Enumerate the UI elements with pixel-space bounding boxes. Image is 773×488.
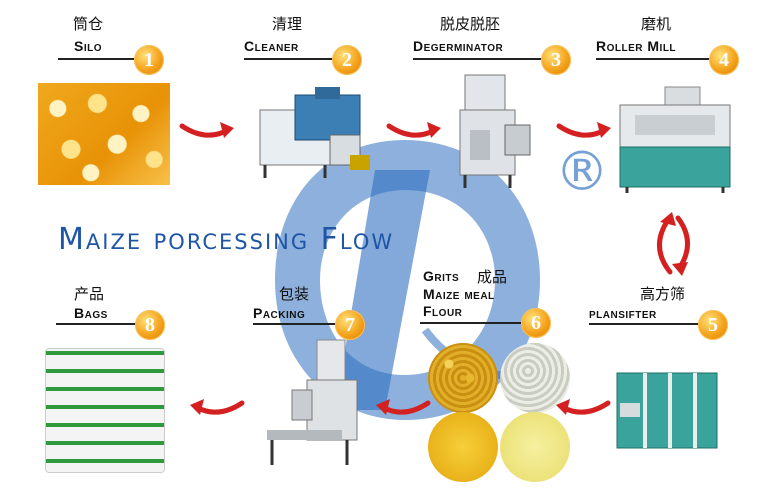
step-4-en-label: Roller Mill [596,38,677,54]
step-1-badge: 1 [134,45,164,75]
maize-grits-image [428,343,498,413]
arrow-4-5-cycle [657,212,690,276]
step-2-cn-label: 清理 [272,15,303,33]
maize-flour-yellow-image [428,412,498,482]
step-2-en-label: Cleaner [244,38,299,54]
step-7-cn-label: 包装 [279,285,310,303]
registered-mark: ® [555,140,609,203]
step-7-badge: 7 [335,310,365,340]
step-3-en-label: Degerminator [413,38,504,54]
step-3-badge: 3 [541,45,571,75]
step-2-badge: 2 [332,45,362,75]
step-1-underline [58,58,138,60]
arrow-6-to-7 [376,399,431,415]
step-5-en-label: plansifter [589,305,657,321]
step-8-underline [56,323,136,325]
step-5-badge: 5 [698,310,728,340]
maize-flour-pale-image [500,412,570,482]
step-5-underline [589,323,699,325]
maize-kernels-image [38,83,170,185]
step-2-underline [244,58,334,60]
step-1-cn-label: 筒仓 [73,15,104,33]
maize-meal-image [500,343,570,413]
arrow-2-to-3 [386,122,441,138]
arrow-1-to-2 [179,122,234,138]
degerminator-machine-image [459,74,531,188]
arrow-5-to-6 [556,399,611,415]
step-6-badge: 6 [521,308,551,338]
step-3-cn-label: 脱皮脱胚 [440,15,501,33]
step-4-badge: 4 [709,45,739,75]
step-6-cn-label: 成品 [477,268,508,286]
step-6-en-label-flour: Flour [423,303,463,319]
cleaner-machine-image [259,87,370,178]
packing-machine-image [267,339,358,465]
step-3-underline [413,58,548,60]
step-8-badge: 8 [135,310,165,340]
step-7-en-label: Packing [253,305,306,321]
step-6-en-label-grits: Grits [423,268,460,284]
product-bags-image [45,348,165,473]
plansifter-machine-image [616,372,718,449]
arrow-3-to-4 [556,122,611,138]
step-6-underline [420,322,530,324]
diagram-title: Maize porcessing Flow [58,222,395,257]
step-8-en-label: Bags [74,305,108,321]
step-4-cn-label: 磨机 [641,15,672,33]
step-1-en-label: Silo [74,38,103,54]
step-7-underline [253,323,343,325]
step-8-cn-label: 产品 [74,285,105,303]
step-4-underline [596,58,711,60]
roller-mill-machine-image [619,86,731,193]
arrow-7-to-8 [190,399,245,415]
step-5-cn-label: 高方筛 [640,285,686,303]
step-6-en-label-maize-meal: Maize meal [423,286,495,302]
